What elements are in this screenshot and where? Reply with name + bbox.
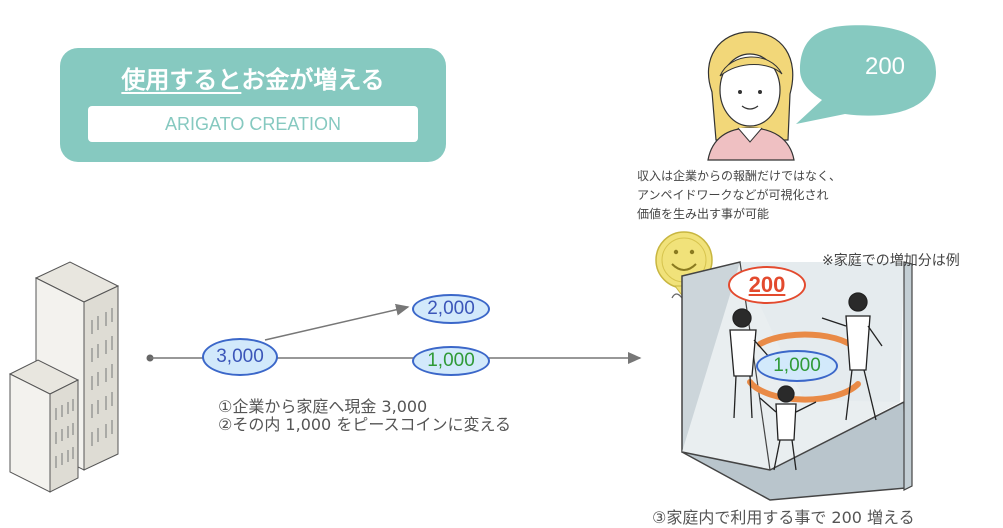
bubble-value: 200 <box>864 53 906 80</box>
step-1-text: ①企業から家庭へ現金 3,000 <box>218 397 428 416</box>
family-people-illustration <box>729 292 883 471</box>
lower-branch-pill: 1,000 <box>412 346 490 376</box>
office-building-icon <box>8 261 120 493</box>
step-2-text: ②その内 1,000 をピースコインに変える <box>218 415 512 434</box>
speech-bubble <box>796 25 936 124</box>
description-line-2: アンペイドワークなどが可視化され <box>637 188 829 202</box>
note-text: ※家庭での増加分は例 <box>822 253 960 269</box>
description-line-3: 価値を生み出す事が可能 <box>637 207 770 221</box>
upper-branch-pill: 2,000 <box>412 294 490 324</box>
subtitle-box: ARIGATO CREATION <box>88 106 418 142</box>
increase-value-badge: 200 <box>728 266 806 304</box>
circulating-value-pill: 1,000 <box>756 350 838 382</box>
step-3-text: ③家庭内で利用する事で 200 増える <box>652 508 915 527</box>
title-rest: お金が増える <box>241 66 385 94</box>
title-card: 使用するとお金が増える ARIGATO CREATION <box>60 48 446 162</box>
title-underlined: 使用すると <box>121 66 242 94</box>
description-line-1: 収入は企業からの報酬だけではなく、 <box>637 169 842 183</box>
woman-avatar <box>707 31 795 161</box>
start-value-pill: 3,000 <box>202 338 278 376</box>
page-title: 使用するとお金が増える <box>60 60 446 95</box>
